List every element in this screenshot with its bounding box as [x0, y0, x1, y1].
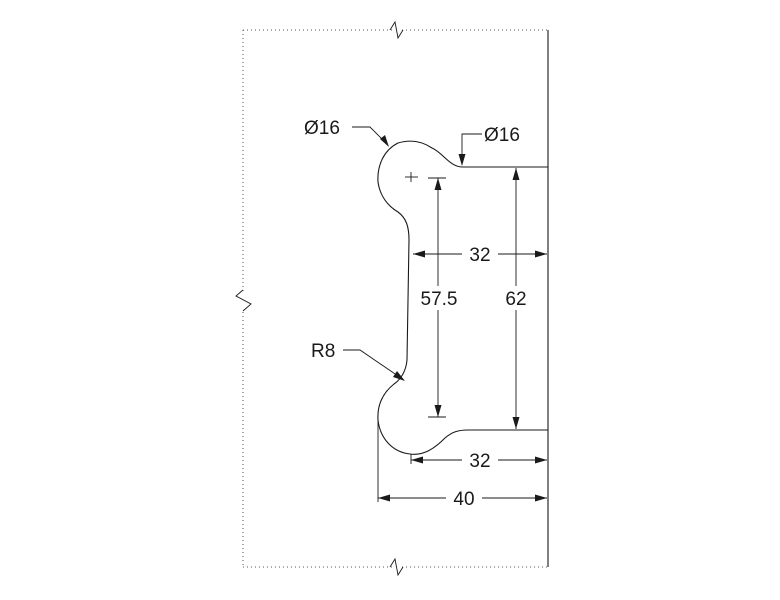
- dimension-width-lower: 32: [410, 430, 549, 472]
- label-diameter-left: Ø16: [304, 118, 340, 139]
- break-mark-top: [389, 20, 404, 40]
- dimension-height-inner: 57.5: [414, 178, 464, 417]
- break-mark-bottom: [389, 557, 404, 577]
- label-width-upper: 32: [469, 245, 490, 266]
- label-width-overall: 40: [453, 489, 474, 510]
- break-mark-left: [235, 289, 252, 312]
- dimension-height-outer: 62: [500, 168, 532, 429]
- label-diameter-right: Ø16: [484, 125, 520, 146]
- profile-outline: [377, 140, 548, 455]
- dimension-width-overall: 40: [377, 420, 549, 510]
- callout-diameter-right: Ø16: [458, 125, 520, 166]
- boundary-frame: [235, 20, 548, 577]
- callout-diameter-left: Ø16: [304, 118, 389, 147]
- callout-radius: R8: [311, 341, 405, 381]
- label-height-outer: 62: [505, 289, 526, 310]
- center-marks: [405, 172, 446, 418]
- label-width-lower: 32: [469, 451, 490, 472]
- label-radius: R8: [311, 341, 335, 362]
- dimension-width-upper: 32: [413, 167, 549, 266]
- label-height-inner: 57.5: [421, 289, 458, 310]
